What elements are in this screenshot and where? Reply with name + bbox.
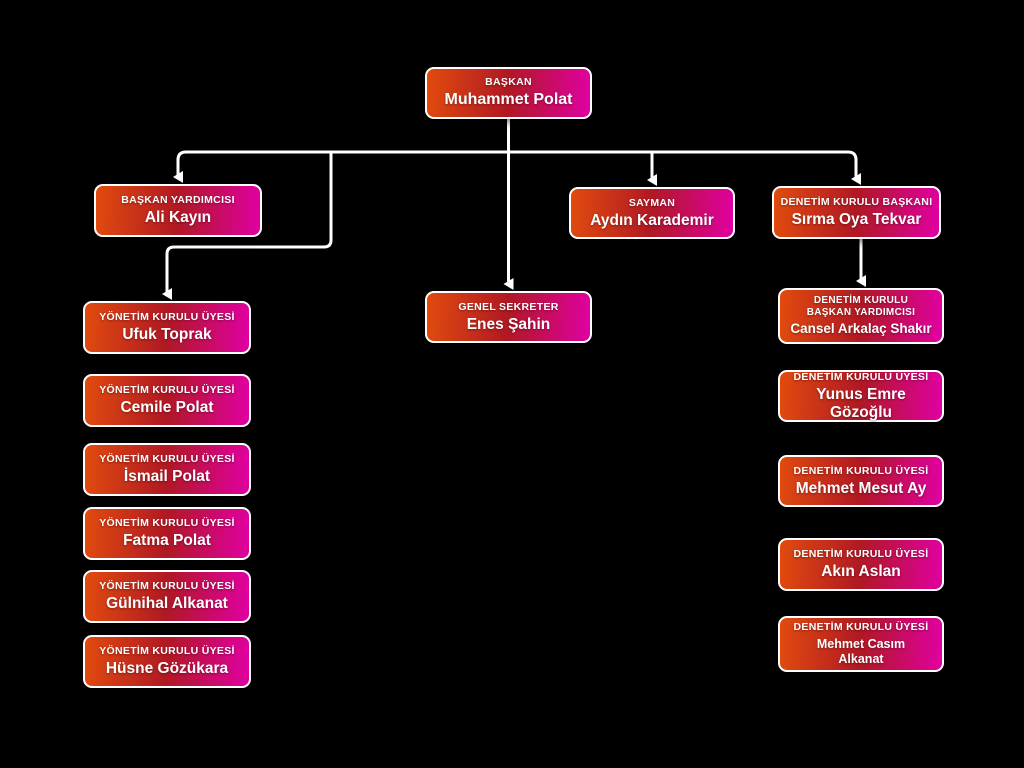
connector-rail <box>176 150 858 161</box>
org-node-uye-cemile-polat: YÖNETİM KURULU ÜYESİ Cemile Polat <box>83 374 251 427</box>
org-node-denetim-kurulu-baskani: DENETİM KURULU BAŞKANI Sırma Oya Tekvar <box>772 186 941 239</box>
role-title: DENETİM KURULU ÜYESİ <box>793 370 929 383</box>
person-name: Ali Kayın <box>144 209 212 227</box>
person-name: Mehmet Casım Alkanat <box>816 636 906 666</box>
org-node-denetim-baskan-yardimcisi: DENETİM KURULU BAŞKAN YARDIMCISI Cansel … <box>778 288 944 344</box>
person-name: Cansel Arkalaç Shakır <box>790 321 932 337</box>
person-name: Cemile Polat <box>120 399 214 417</box>
person-name: Fatma Polat <box>123 532 211 550</box>
person-name: Hüsne Gözükara <box>105 660 229 678</box>
org-node-sayman: SAYMAN Aydın Karademir <box>569 187 735 239</box>
org-node-denetim-uye-akin-aslan: DENETİM KURULU ÜYESİ Akın Aslan <box>778 538 944 591</box>
role-title: DENETİM KURULU BAŞKANI <box>780 196 933 209</box>
role-title: GENEL SEKRETER <box>458 300 559 313</box>
org-node-uye-husne-gozukara: YÖNETİM KURULU ÜYESİ Hüsne Gözükara <box>83 635 251 688</box>
org-node-denetim-uye-mehmet-mesut-ay: DENETİM KURULU ÜYESİ Mehmet Mesut Ay <box>778 455 944 507</box>
person-name: Ufuk Toprak <box>122 326 212 344</box>
person-name: Aydın Karademir <box>590 211 714 229</box>
role-title: YÖNETİM KURULU ÜYESİ <box>99 580 235 593</box>
role-title: YÖNETİM KURULU ÜYESİ <box>99 384 235 397</box>
org-node-genel-sekreter: GENEL SEKRETER Enes Şahin <box>425 291 592 343</box>
role-title: DENETİM KURULU BAŞKAN YARDIMCISI <box>806 295 916 319</box>
role-title: DENETİM KURULU ÜYESİ <box>793 464 929 477</box>
org-node-uye-fatma-polat: YÖNETİM KURULU ÜYESİ Fatma Polat <box>83 507 251 560</box>
connector-elbow-yonetim <box>162 152 333 300</box>
role-title: YÖNETİM KURULU ÜYESİ <box>99 311 235 324</box>
org-node-denetim-uye-yunus-emre-gozoglu: DENETİM KURULU ÜYESİ Yunus Emre Gözoğlu <box>778 370 944 422</box>
role-title: DENETİM KURULU ÜYESİ <box>793 621 929 634</box>
person-name: Gülnihal Alkanat <box>106 595 228 613</box>
person-name: Enes Şahin <box>466 315 551 333</box>
person-name: Akın Aslan <box>821 563 901 581</box>
person-name: Mehmet Mesut Ay <box>795 479 927 497</box>
person-name: İsmail Polat <box>123 468 211 486</box>
role-title: BAŞKAN <box>485 76 532 89</box>
role-title: BAŞKAN YARDIMCISI <box>121 194 235 207</box>
org-node-uye-ufuk-toprak: YÖNETİM KURULU ÜYESİ Ufuk Toprak <box>83 301 251 354</box>
role-title: YÖNETİM KURULU ÜYESİ <box>99 453 235 466</box>
person-name: Muhammet Polat <box>444 91 573 109</box>
org-node-uye-gulnihal-alkanat: YÖNETİM KURULU ÜYESİ Gülnihal Alkanat <box>83 570 251 623</box>
org-node-denetim-uye-mehmet-casim-alkanat: DENETİM KURULU ÜYESİ Mehmet Casım Alkana… <box>778 616 944 672</box>
org-node-uye-ismail-polat: YÖNETİM KURULU ÜYESİ İsmail Polat <box>83 443 251 496</box>
role-title: SAYMAN <box>628 196 676 209</box>
org-node-baskan-yardimcisi: BAŞKAN YARDIMCISI Ali Kayın <box>94 184 262 237</box>
person-name: Yunus Emre Gözoğlu <box>816 385 906 421</box>
role-title: DENETİM KURULU ÜYESİ <box>793 548 929 561</box>
role-title: YÖNETİM KURULU ÜYESİ <box>99 645 235 658</box>
role-title: YÖNETİM KURULU ÜYESİ <box>99 517 235 530</box>
org-node-baskan: BAŞKAN Muhammet Polat <box>425 67 592 119</box>
person-name: Sırma Oya Tekvar <box>791 211 922 229</box>
